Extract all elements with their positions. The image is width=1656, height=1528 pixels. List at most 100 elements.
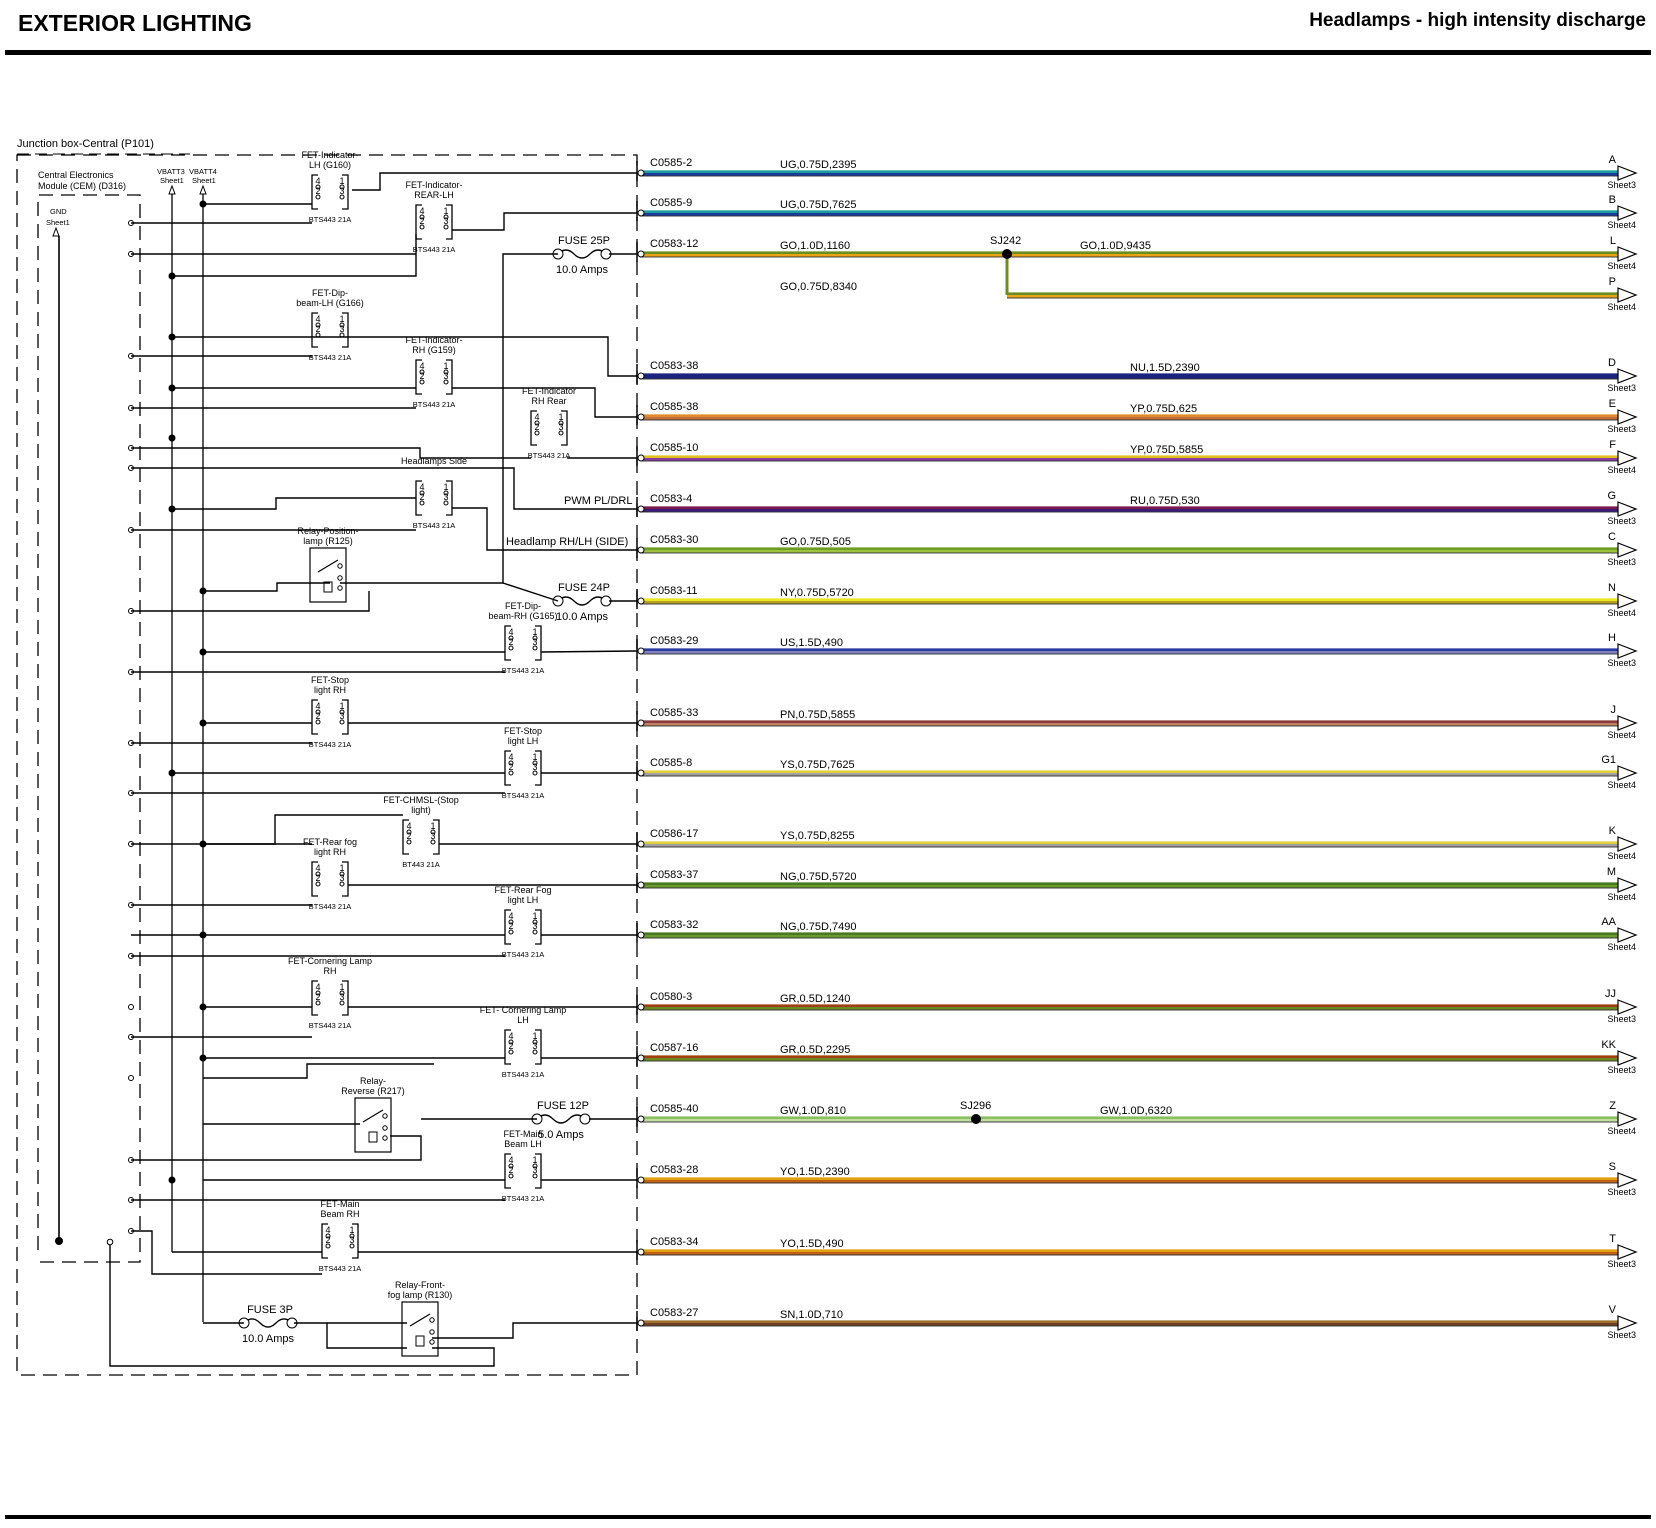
fet-label: FET-Main [503,1129,542,1139]
internal-wire [203,1063,434,1079]
pin-number: 1 [532,1155,537,1165]
relay-body [401,1301,439,1357]
connector-pin [637,1054,645,1062]
fet-bracket [504,1029,511,1065]
internal-wire [452,387,637,418]
fet-label: FET-CHMSL-(Stop [383,795,459,805]
header-rule [5,50,1651,55]
fet-label: light RH [314,685,346,695]
wire-spec-label: GW,1.0D,6320 [1100,1105,1172,1117]
sheet-arrow-icon [1617,501,1638,517]
pin-number: 2 [419,371,424,381]
connector-label: C0583-34 [650,1236,698,1248]
fet-pin [508,635,514,641]
wire-spec-label: GO,1.0D,1160 [780,240,850,252]
fuse-name: FUSE 24P [558,582,610,594]
fet-pin [315,719,321,725]
connector-pin [637,372,645,380]
wire-sheet-label: Sheet4 [1607,1126,1636,1136]
page-header: EXTERIOR LIGHTING Headlamps - high inten… [0,6,1656,54]
fet-pin [532,1163,538,1169]
fet-pin [532,1173,538,1179]
sheet-arrow-icon [1617,1050,1638,1066]
sheet-arrow-icon [1617,1172,1638,1188]
connector-label: C0585-8 [650,757,692,769]
fet-label: LH [517,1015,529,1025]
pin-number: 4 [315,314,320,324]
fet-label: FET-Indicator [522,386,576,396]
wire-sheet-label: Sheet3 [1607,516,1636,526]
cem-label: Module (CEM) (D316) [38,181,126,191]
fuse-rating: 10.0 Amps [242,1333,294,1345]
fet-part-number: BTS443 21A [528,451,571,460]
fet-bracket [311,861,318,897]
fet-bracket [402,819,409,855]
fet-pin [339,881,345,887]
fet-pin [508,1049,514,1055]
internal-wire [452,212,637,231]
fet-pin [508,929,514,935]
fet-part-number: BTS443 21A [309,902,352,911]
fet-label: FET-Rear Fog [494,885,551,895]
wire-spec-label: NU,1.5D,2390 [1130,362,1200,374]
wire-sheet-label: Sheet3 [1607,658,1636,668]
fet-bracket [342,861,349,897]
fet-pin [339,194,345,200]
fet-pin [315,881,321,887]
splice-label: SJ296 [960,1100,991,1112]
fet-pin [534,420,540,426]
fet-part-number: BTS443 21A [309,740,352,749]
wire-sheet-label: Sheet4 [1607,465,1636,475]
wire-spec-label: SN,1.0D,710 [780,1309,843,1321]
terminal [337,575,343,581]
wire-sheet-label: Sheet3 [1607,1014,1636,1024]
wire-spec-label: YP,0.75D,625 [1130,403,1197,415]
fet-part-number: BT443 21A [402,860,440,869]
fet-pin [534,430,540,436]
wire-spec-label: GW,1.0D,810 [780,1105,846,1117]
pin-number: 2 [508,637,513,647]
fuse-name: FUSE 12P [537,1100,589,1112]
pin-number: 1 [532,911,537,921]
cem-pin [128,1075,134,1081]
relay-coil [415,1335,425,1347]
wire-spec-label: UG,0.75D,7625 [780,199,856,211]
fet-pin [349,1233,355,1239]
pin-number: 1 [339,863,344,873]
internal-wire [432,1322,637,1339]
fet-bracket [535,1029,542,1065]
fet-pin [443,214,449,220]
wire-output-label: D [1608,357,1616,369]
fet-pin [406,829,412,835]
pin-number: 3 [339,324,344,334]
pin-number: 1 [558,412,563,422]
sheet-arrow-icon [1617,165,1638,181]
pin-number: 4 [508,1031,513,1041]
vbatt3-sheet-label: Sheet1 [160,176,184,185]
fet-bracket [433,819,440,855]
pin-number: 1 [532,1031,537,1041]
fet-pin [325,1243,331,1249]
fet-pin [508,770,514,776]
wire-spec-label: NG,0.75D,7490 [780,921,856,933]
wire-sheet-label: Sheet3 [1607,557,1636,567]
splice-dot [971,1114,981,1124]
fet-pin [443,379,449,385]
terminal [382,1113,388,1119]
fet-pin [532,1039,538,1045]
internal-wire [452,507,637,551]
pin-number: 2 [508,1165,513,1175]
wire-spec-label: RU,0.75D,530 [1130,495,1200,507]
